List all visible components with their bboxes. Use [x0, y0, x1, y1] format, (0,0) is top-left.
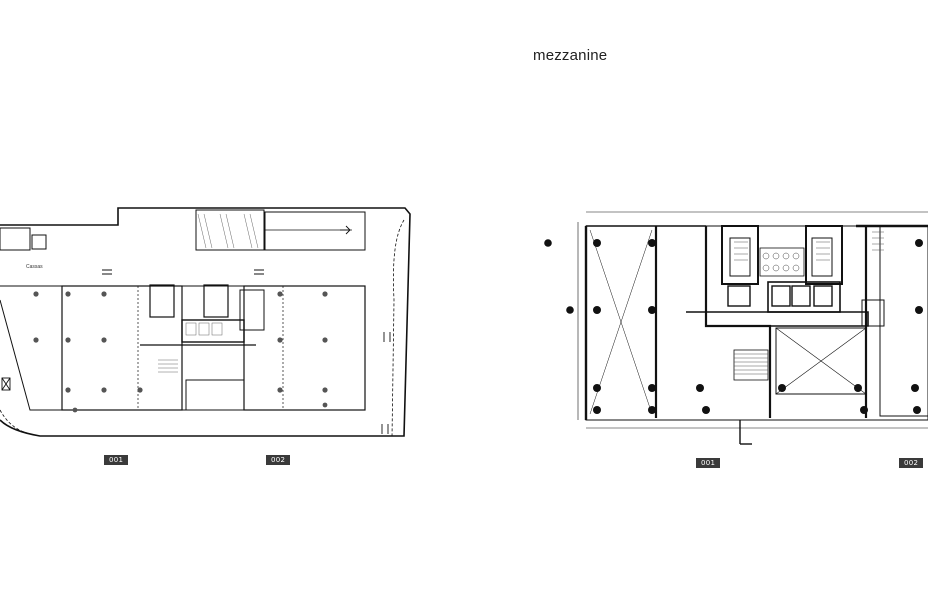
right-unit-badge-001: 001 — [696, 458, 721, 468]
left-annotation: Cassas — [26, 264, 43, 270]
right-unit-badge-002: 002 — [899, 458, 924, 468]
left-floor-plan — [0, 207, 411, 439]
right-floor-title: mezzanine — [533, 47, 608, 64]
left-unit-badge-002: 002 — [266, 455, 291, 465]
left-unit-badge-001: 001 — [104, 455, 129, 465]
